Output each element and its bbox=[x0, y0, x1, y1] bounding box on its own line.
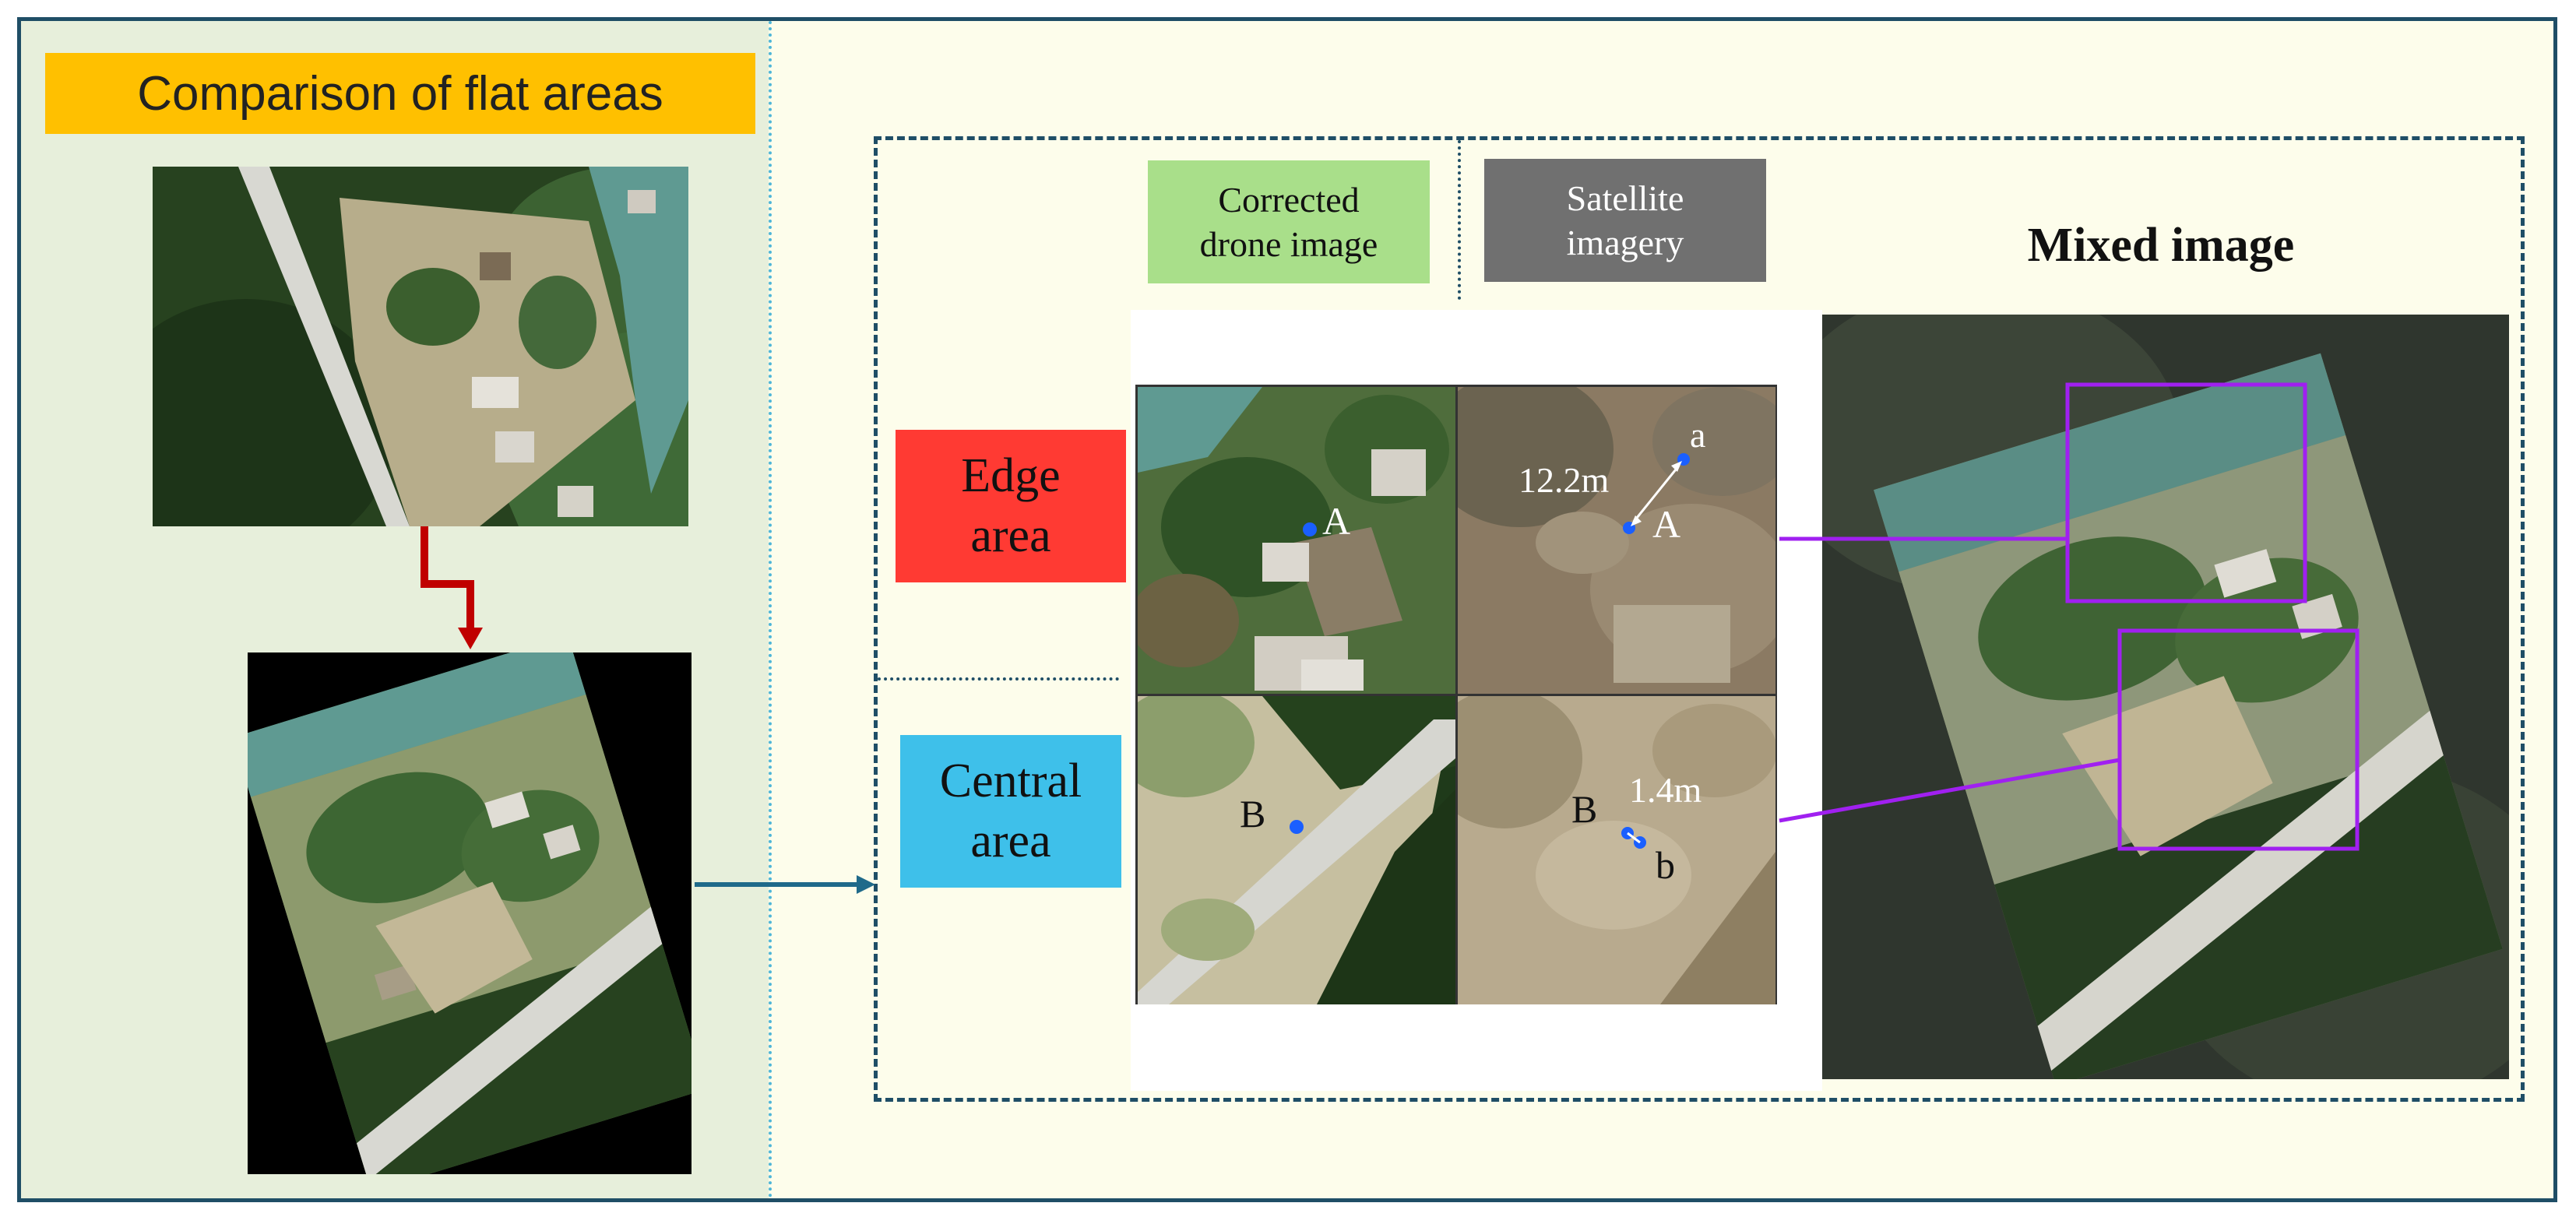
area-divider bbox=[878, 677, 1119, 681]
legend-divider bbox=[1458, 140, 1461, 300]
central-drone-cell bbox=[1138, 696, 1455, 1004]
left-panel-title: Comparison of flat areas bbox=[45, 53, 755, 134]
panel-divider bbox=[769, 21, 772, 1198]
mixed-image-title: Mixed image bbox=[2027, 219, 2295, 272]
edge-satellite-cell bbox=[1458, 387, 1775, 694]
central-area-label: Central area bbox=[900, 735, 1121, 888]
edge-drone-cell bbox=[1138, 387, 1455, 694]
comparison-grid bbox=[1135, 385, 1777, 1004]
central-satellite-cell bbox=[1458, 696, 1775, 1004]
corrected-drone-photo bbox=[248, 652, 692, 1174]
drone-image-legend: Corrected drone image bbox=[1148, 160, 1430, 283]
comparison-dashed-box bbox=[874, 136, 2525, 1102]
edge-area-label: Edge area bbox=[896, 430, 1126, 582]
mixed-image bbox=[1822, 315, 2509, 1079]
original-drone-photo bbox=[153, 167, 688, 526]
satellite-imagery-legend: Satellite imagery bbox=[1484, 159, 1766, 282]
